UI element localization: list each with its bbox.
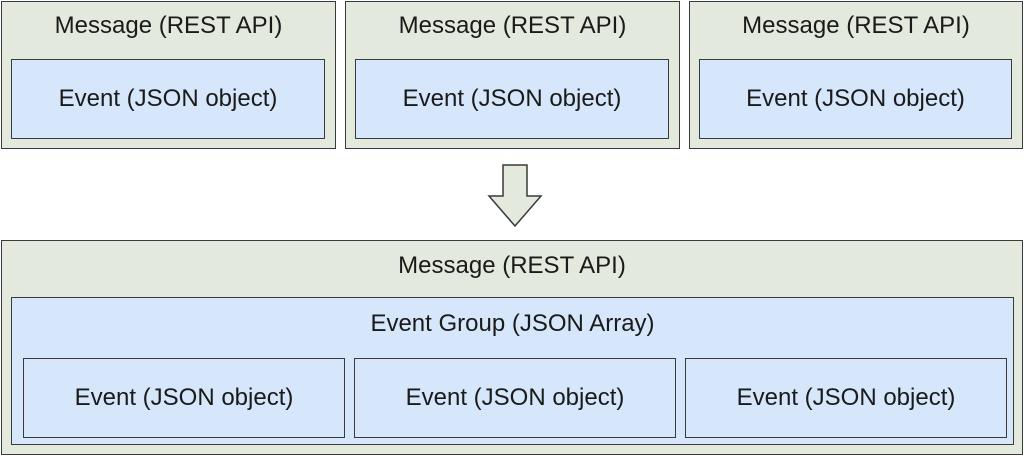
- group-event-box-3: Event (JSON object): [685, 358, 1007, 438]
- message-title: Message (REST API): [742, 12, 970, 39]
- event-box: Event (JSON object): [699, 59, 1012, 139]
- message-title: Message (REST API): [398, 252, 626, 279]
- message-box-3: Message (REST API) Event (JSON object): [689, 1, 1023, 149]
- event-box: Event (JSON object): [355, 59, 669, 139]
- message-box-1: Message (REST API) Event (JSON object): [1, 1, 336, 149]
- event-box: Event (JSON object): [11, 59, 325, 139]
- event-group-title: Event Group (JSON Array): [370, 310, 655, 337]
- message-title: Message (REST API): [398, 12, 627, 39]
- group-event-box-1: Event (JSON object): [23, 358, 345, 438]
- group-event-box-2: Event (JSON object): [354, 358, 676, 438]
- message-box-2: Message (REST API) Event (JSON object): [345, 1, 680, 149]
- combined-message-box: Message (REST API) Event Group (JSON Arr…: [1, 240, 1023, 455]
- event-group-box: Event Group (JSON Array) Event (JSON obj…: [11, 297, 1014, 445]
- message-title: Message (REST API): [54, 12, 283, 39]
- down-arrow-icon: [487, 164, 543, 228]
